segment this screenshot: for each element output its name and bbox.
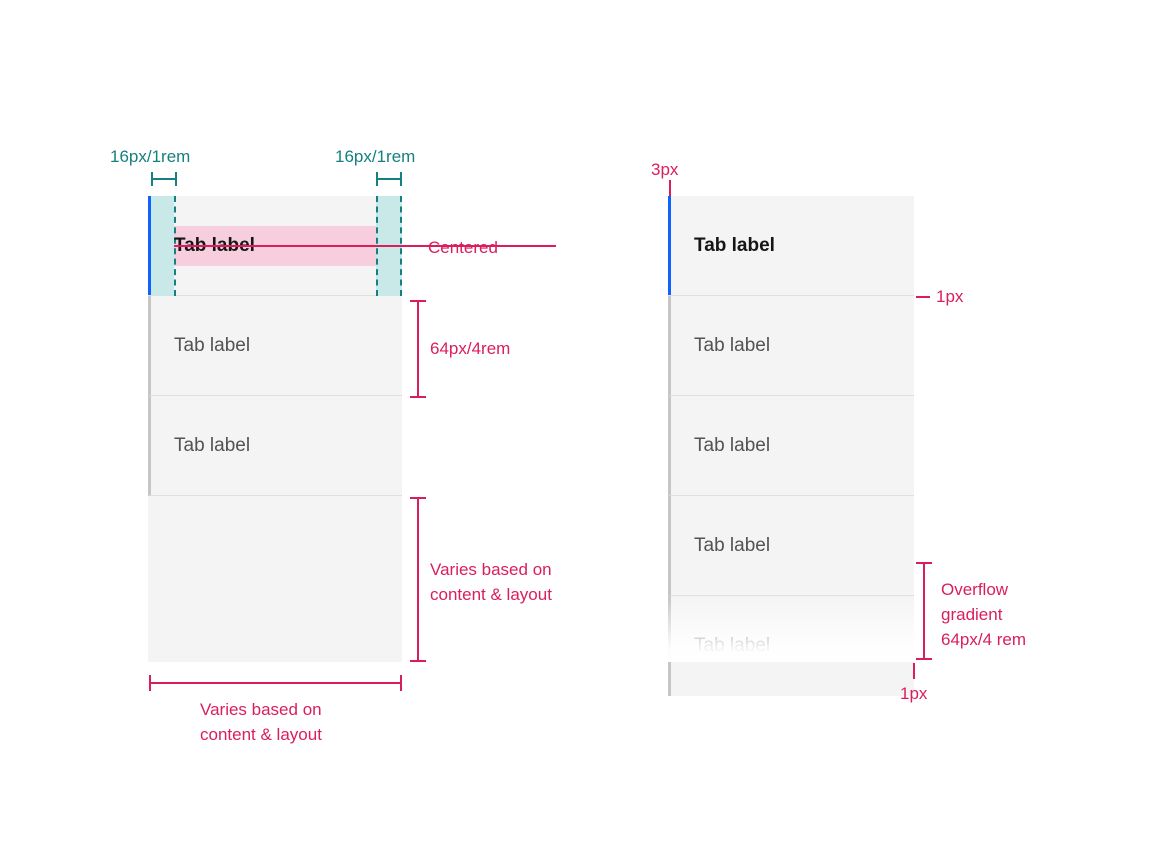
tab-item-selected[interactable]: Tab label [668, 196, 914, 296]
tab-label: Tab label [694, 334, 771, 356]
padding-left-label: 16px/1rem [110, 147, 191, 166]
overflow-label-line1: Overflow [941, 580, 1009, 599]
tab-item-overflow-faded[interactable]: Tab label [668, 596, 914, 696]
indicator-width-label: 3px [651, 160, 679, 179]
tab-label: Tab label [694, 635, 771, 656]
width-measure-line [149, 682, 402, 684]
padding-right-bracket-cap-end [400, 172, 402, 186]
tab-height-measure-cap-top [410, 300, 426, 302]
border-leader-line [913, 663, 915, 679]
tab-label: Tab label [174, 334, 251, 356]
tab-height-measure-line [417, 300, 419, 398]
width-label-line1: Varies based on [200, 700, 322, 719]
tab-height-label: 64px/4rem [430, 339, 511, 358]
padding-right-bracket-cap-start [376, 172, 378, 186]
tab-item-default-3[interactable]: Tab label [668, 496, 914, 596]
overflow-measure-cap-bottom [916, 658, 932, 660]
divider-leader-line [916, 296, 930, 298]
overflow-measure-line [923, 562, 925, 660]
tab-label: Tab label [694, 234, 775, 256]
tab-item-default-2[interactable]: Tab label [668, 396, 914, 496]
overflow-label-line2: gradient [941, 605, 1003, 624]
selected-indicator-bar [148, 196, 151, 295]
left-tab-list: Tab label Tab label Tab label [148, 196, 556, 496]
indicator-width-leader [669, 180, 671, 196]
width-measure-cap-left [149, 675, 151, 691]
padding-left-bracket-line [151, 178, 177, 180]
padding-left-bracket-cap-start [151, 172, 153, 186]
body-height-label-line2: content & layout [430, 585, 552, 604]
body-height-label-line1: Varies based on [430, 560, 552, 579]
centered-label: Centered [428, 238, 498, 257]
border-label: 1px [900, 684, 928, 703]
body-height-measure-cap-top [410, 497, 426, 499]
body-height-measure-line [417, 497, 419, 662]
tab-item-default-1[interactable]: Tab label [148, 296, 402, 396]
selected-indicator-bar [668, 196, 671, 295]
body-height-measure-cap-bottom [410, 660, 426, 662]
tab-label: Tab label [174, 434, 251, 456]
padding-fill-left [151, 196, 174, 296]
content-body-region [148, 496, 402, 662]
padding-right-label: 16px/1rem [335, 147, 416, 166]
left-tabs-diagram: Tab label Tab label Tab label [148, 196, 556, 662]
overflow-label-line3: 64px/4 rem [941, 630, 1027, 649]
center-leader-line [174, 245, 556, 247]
width-measure-cap-right [400, 675, 402, 691]
tab-item-selected[interactable]: Tab label [148, 196, 556, 296]
tab-label: Tab label [694, 434, 771, 456]
right-tabs-diagram: Tab label Tab label Tab label Tab label … [668, 196, 914, 696]
tab-item-default-2[interactable]: Tab label [148, 396, 402, 496]
tab-height-measure-cap-bottom [410, 396, 426, 398]
overflow-measure-cap-top [916, 562, 932, 564]
padding-left-bracket-cap-end [175, 172, 177, 186]
tab-item-default-1[interactable]: Tab label [668, 296, 914, 396]
width-label-line2: content & layout [200, 725, 322, 744]
tab-label: Tab label [694, 534, 771, 556]
divider-label: 1px [936, 287, 964, 306]
padding-right-bracket-line [376, 178, 402, 180]
